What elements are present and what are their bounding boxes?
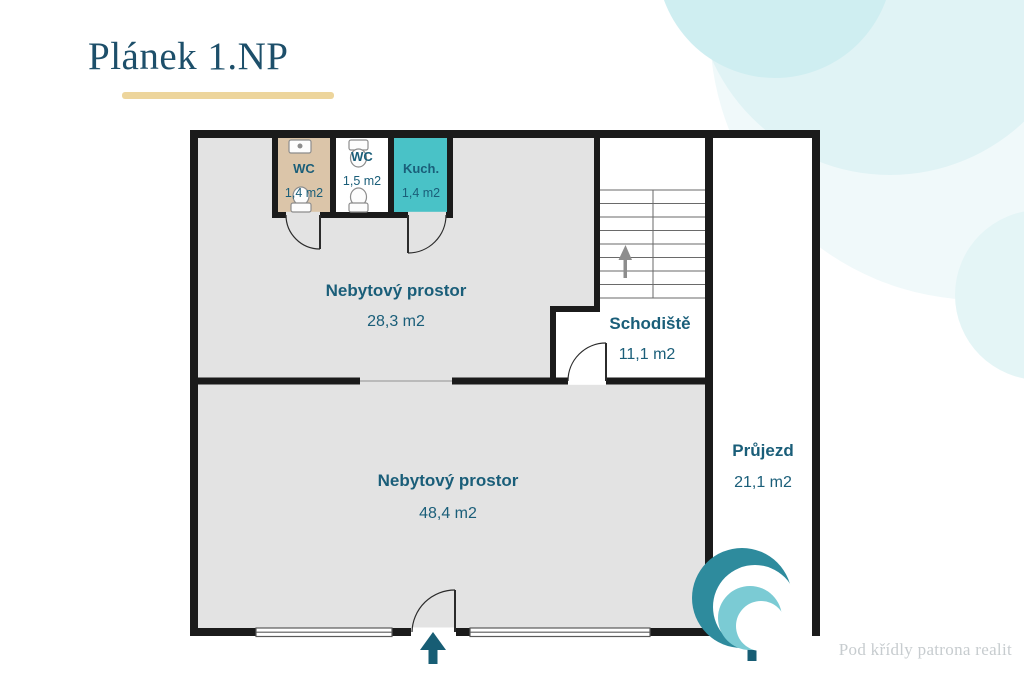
toilet-icon <box>348 139 369 168</box>
room-wc2-label: WC <box>351 149 373 164</box>
room-passage-label: Průjezd <box>732 441 794 460</box>
room-kitchen-area: 1,4 m2 <box>401 186 441 200</box>
entrance-arrow-icon <box>420 632 446 664</box>
room-kitchen-label: Kuch. <box>402 161 440 176</box>
toilet-icon <box>290 186 312 213</box>
room-unit-lower-area: 48,4 m2 <box>419 505 477 522</box>
stairs-direction-arrow-icon <box>618 245 632 278</box>
room-unit-upper-label: Nebytový prostor <box>325 281 467 300</box>
title-underline <box>122 92 334 99</box>
sink-icon <box>288 139 312 154</box>
room-unit-lower-label: Nebytový prostor <box>377 471 519 490</box>
room-unit-upper-area: 28,3 m2 <box>367 313 425 330</box>
wall-openings <box>286 211 606 637</box>
room-passage-area: 21,1 m2 <box>734 474 792 491</box>
logo-swirl <box>692 548 797 651</box>
room-wc1-label: WC <box>293 161 315 176</box>
toilet-icon <box>348 187 369 213</box>
room-staircase-label: Schodiště <box>609 314 691 333</box>
watermark: Pod křídly patrona realit <box>838 640 1012 659</box>
room-staircase-area: 11,1 m2 <box>618 346 676 363</box>
fixtures <box>288 139 369 213</box>
stairs <box>600 189 705 299</box>
doors <box>285 214 607 633</box>
windows <box>255 627 651 638</box>
page-title: Plánek 1.NP <box>88 35 289 78</box>
room-wc2-area: 1,5 m2 <box>342 174 382 188</box>
room-wc1-area: 1,4 m2 <box>284 186 324 200</box>
